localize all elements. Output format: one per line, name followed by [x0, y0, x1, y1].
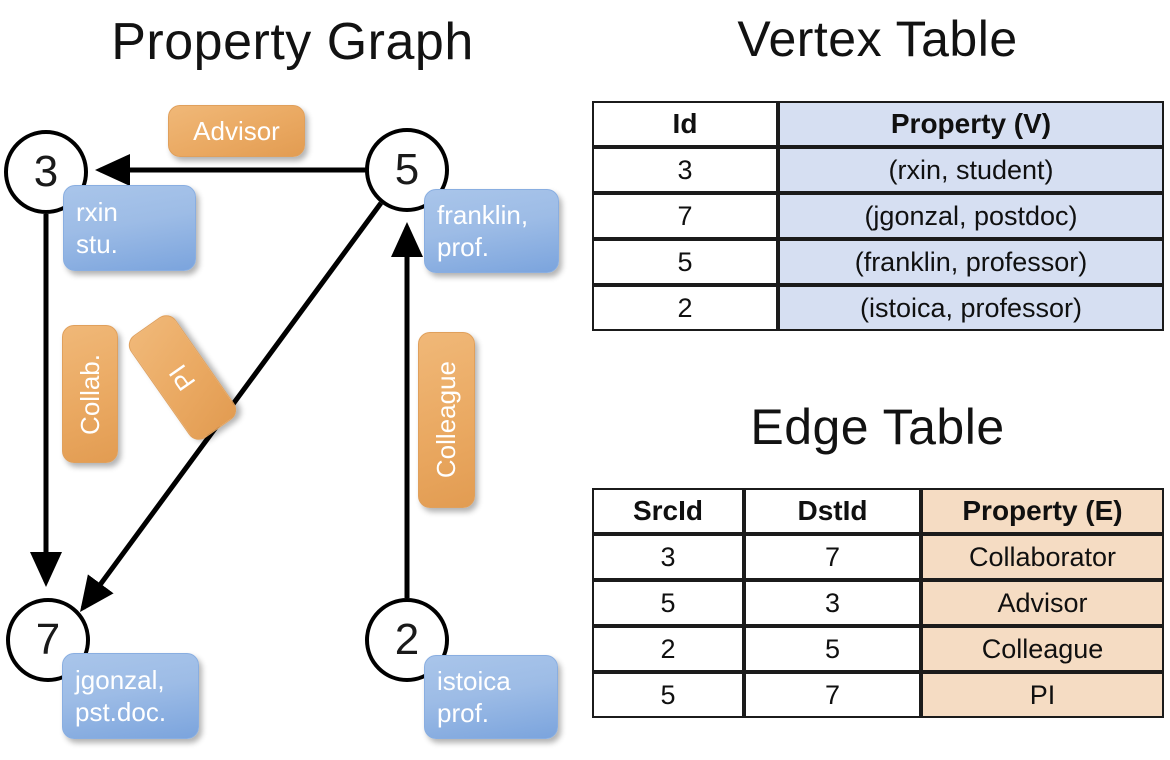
- vertex-table: Id Property (V) 3 (rxin, student) 7 (jgo…: [592, 101, 1164, 331]
- edge-label-advisor: Advisor: [193, 115, 280, 146]
- vertex-table-header-id: Id: [592, 101, 778, 147]
- property-graph-diagram: 3 5 7 2 rxin stu. franklin, prof. jgonza…: [4, 105, 559, 739]
- edge-table-header-row: SrcId DstId Property (E): [592, 488, 1164, 534]
- graph-node-3-label: 3: [33, 147, 59, 196]
- edge-row-0-dst: 7: [744, 534, 921, 580]
- edge-label-box-colleague[interactable]: Colleague: [418, 332, 475, 508]
- node-property-box-3[interactable]: rxin stu.: [63, 185, 196, 271]
- edge-row-3-src: 5: [592, 672, 744, 718]
- edge-row-3-property: PI: [921, 672, 1164, 718]
- graph-node-7-label: 7: [35, 615, 61, 664]
- page-title-edge-table: Edge Table: [750, 399, 1005, 455]
- node-property-5-line2: prof.: [437, 232, 490, 262]
- table-row[interactable]: 5 3 Advisor: [592, 580, 1164, 626]
- node-property-3-line1: rxin: [76, 196, 118, 227]
- edge-row-1-src: 5: [592, 580, 744, 626]
- vertex-table-header-property: Property (V): [778, 101, 1164, 147]
- vertex-row-1-property: (jgonzal, postdoc): [778, 193, 1164, 239]
- page-title-vertex-table: Vertex Table: [737, 11, 1018, 67]
- edge-label-collab-wrap: Collab.: [63, 326, 117, 462]
- edge-label-box-advisor[interactable]: Advisor: [168, 105, 305, 157]
- edge-table-header-srcid: SrcId: [592, 488, 744, 534]
- graph-node-2-label: 2: [394, 615, 420, 664]
- table-row[interactable]: 5 7 PI: [592, 672, 1164, 718]
- table-row[interactable]: 2 (istoica, professor): [592, 285, 1164, 331]
- edge-row-0-property: Collaborator: [921, 534, 1164, 580]
- vertex-row-0-property: (rxin, student): [778, 147, 1164, 193]
- edge-table: SrcId DstId Property (E) 3 7 Collaborato…: [592, 488, 1164, 718]
- node-property-7-line2: pst.doc.: [75, 697, 167, 727]
- table-row[interactable]: 7 (jgonzal, postdoc): [592, 193, 1164, 239]
- edge-row-1-property: Advisor: [921, 580, 1164, 626]
- edge-row-3-dst: 7: [744, 672, 921, 718]
- edge-row-1-dst: 3: [744, 580, 921, 626]
- table-row[interactable]: 5 (franklin, professor): [592, 239, 1164, 285]
- edge-label-box-collab[interactable]: Collab.: [62, 325, 118, 463]
- vertex-row-0-id: 3: [592, 147, 778, 193]
- node-property-3-line2: stu.: [76, 229, 118, 259]
- edge-label-colleague: Colleague: [431, 361, 461, 479]
- edge-label-colleague-wrap: Colleague: [419, 333, 474, 507]
- table-row[interactable]: 2 5 Colleague: [592, 626, 1164, 672]
- edge-label-pi: PI: [162, 359, 202, 397]
- graph-node-5[interactable]: 5: [365, 128, 449, 212]
- graph-node-5-label: 5: [394, 145, 420, 194]
- edge-row-2-src: 2: [592, 626, 744, 672]
- vertex-row-3-property: (istoica, professor): [778, 285, 1164, 331]
- edge-table-header-dstid: DstId: [744, 488, 921, 534]
- edge-row-2-property: Colleague: [921, 626, 1164, 672]
- vertex-row-3-id: 2: [592, 285, 778, 331]
- table-row[interactable]: 3 (rxin, student): [592, 147, 1164, 193]
- vertex-row-2-property: (franklin, professor): [778, 239, 1164, 285]
- edge-table-header-property: Property (E): [921, 488, 1164, 534]
- page-title-property-graph: Property Graph: [111, 13, 474, 71]
- node-property-2-line2: prof.: [437, 698, 490, 728]
- node-property-7-line1: jgonzal,: [75, 664, 165, 695]
- vertex-row-2-id: 5: [592, 239, 778, 285]
- node-property-box-2[interactable]: istoica prof.: [424, 655, 558, 739]
- table-row[interactable]: 3 7 Collaborator: [592, 534, 1164, 580]
- vertex-row-1-id: 7: [592, 193, 778, 239]
- edge-row-2-dst: 5: [744, 626, 921, 672]
- node-property-box-7[interactable]: jgonzal, pst.doc.: [62, 653, 199, 739]
- node-property-2-line1: istoica: [437, 665, 511, 696]
- node-property-box-5[interactable]: franklin, prof.: [424, 189, 559, 273]
- graph-node-2[interactable]: 2: [365, 598, 449, 682]
- vertex-table-header-row: Id Property (V): [592, 101, 1164, 147]
- node-property-5-line1: franklin,: [437, 199, 529, 230]
- edge-label-collab: Collab.: [74, 353, 105, 435]
- edge-row-0-src: 3: [592, 534, 744, 580]
